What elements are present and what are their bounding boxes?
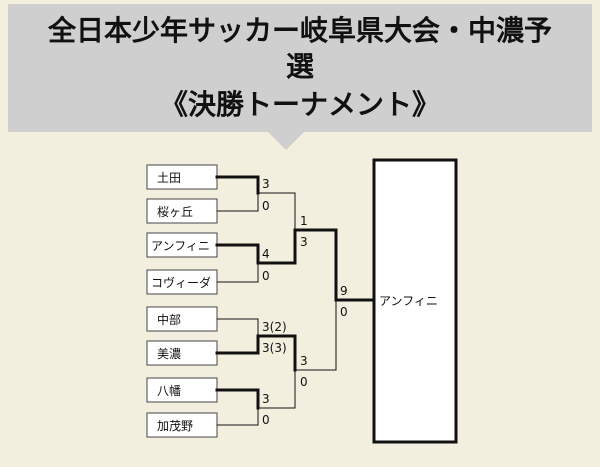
final-top-score: 9 (340, 284, 348, 298)
final-bottom-score: 0 (340, 305, 348, 319)
round2-scores: 1 3 3 0 (300, 214, 308, 389)
title-line-3: 《決勝トーナメント》 (159, 88, 440, 121)
team-label-1: 土田 (157, 171, 181, 185)
team-boxes: 土田 桜ヶ丘 アンフィニ コヴィーダ 中部 美濃 八幡 加茂野 (146, 164, 218, 438)
round1-scores: 3 0 4 0 3(2) 3(3) 3 0 (262, 177, 287, 427)
team-label-8: 加茂野 (157, 419, 193, 433)
team-box-1 (146, 164, 218, 190)
champion-label: アンフィニ (379, 294, 438, 308)
r2m2-winner-line (256, 334, 297, 372)
final-winner-line (293, 228, 338, 302)
r2m2-bottom-score: 0 (300, 375, 308, 389)
r2m1-loser-line (257, 192, 296, 231)
r1m2-top-score: 4 (262, 247, 270, 261)
r1m4-bottom-score: 0 (262, 413, 270, 427)
r1m3-bottom-score: 3(3) (262, 341, 287, 355)
r1m4-loser-line (216, 407, 259, 426)
r1m1-bottom-score: 0 (262, 199, 270, 213)
team-box-5 (146, 306, 218, 332)
title-line-1: 全日本少年サッカー岐阜県大会・中濃予 (47, 14, 552, 47)
r2m2-loser-line (257, 369, 296, 409)
r1m1-top-score: 3 (262, 177, 270, 191)
r1m2-loser-line (216, 262, 259, 283)
r1m4-top-score: 3 (262, 392, 270, 406)
team-label-5: 中部 (157, 312, 181, 327)
team-label-7: 八幡 (157, 383, 181, 398)
r2m1-bottom-score: 3 (300, 235, 308, 249)
final-lines (293, 228, 376, 371)
title-banner-arrow (268, 132, 304, 150)
title-line-2: 選 (285, 50, 314, 83)
r2m1-winner-line (256, 228, 297, 265)
team-label-4: コヴィーダ (151, 275, 211, 290)
title-banner (8, 4, 592, 132)
r2m1-top-score: 1 (300, 214, 308, 228)
final-loser-line (294, 299, 337, 371)
r2m2-top-score: 3 (300, 354, 308, 368)
team-label-3: アンフィニ (151, 239, 210, 253)
round2-lines (256, 192, 297, 409)
round1-lines (215, 175, 260, 426)
champion-box (372, 158, 458, 444)
r1m4-winner-line (215, 388, 260, 410)
team-box-7 (146, 377, 218, 403)
team-box-3 (146, 232, 218, 258)
r1m2-winner-line (215, 243, 260, 265)
team-label-2: 桜ヶ丘 (157, 205, 193, 219)
r1m1-winner-line (215, 175, 260, 195)
r1m1-loser-line (216, 192, 259, 212)
r1m2-bottom-score: 0 (262, 269, 270, 283)
r1m3-winner-line (215, 334, 260, 355)
r1m3-top-score: 3(2) (262, 320, 287, 334)
final-scores: 9 0 (340, 284, 348, 319)
r1m3-loser-line (216, 318, 259, 337)
team-label-6: 美濃 (157, 347, 181, 361)
